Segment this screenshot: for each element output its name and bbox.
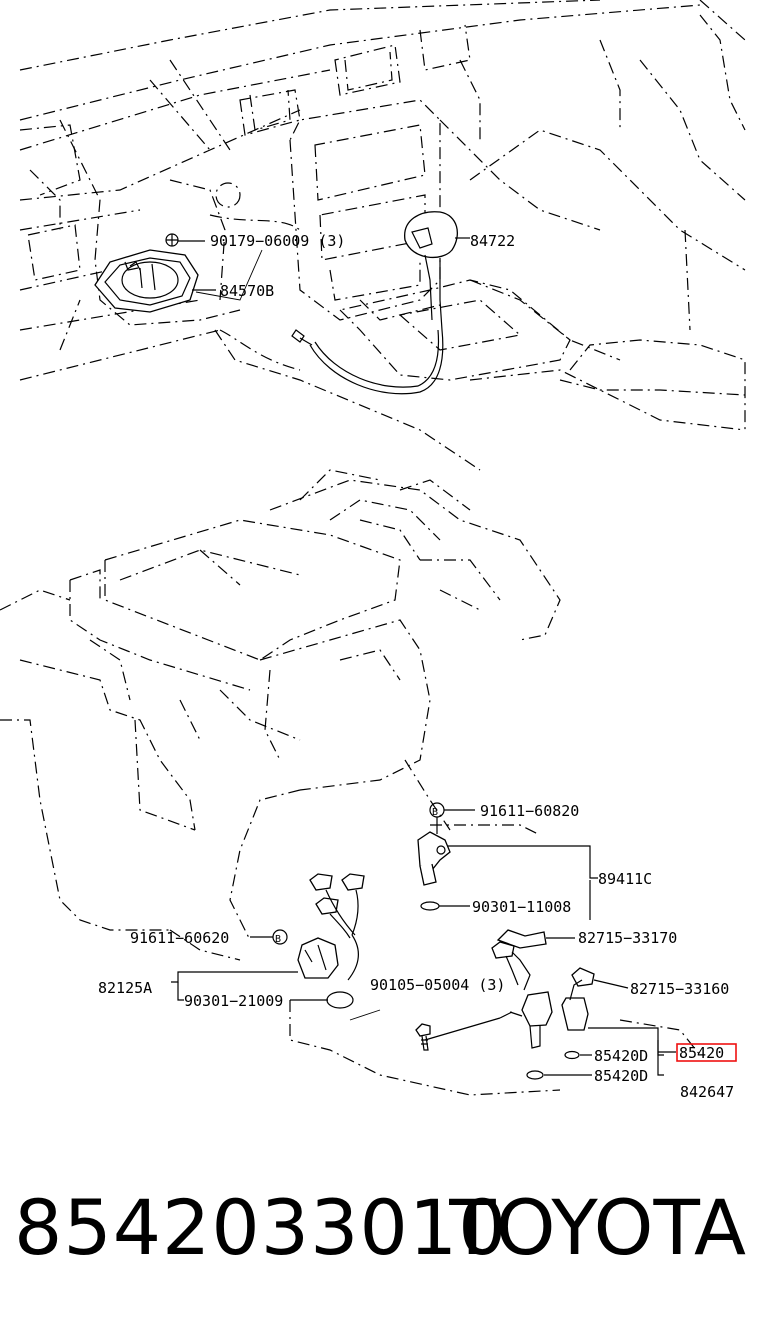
label-84722: 84722 xyxy=(470,232,515,250)
label-91611-60820: 91611−60820 xyxy=(480,802,579,820)
bolt-marker-91611-60620: B xyxy=(272,929,288,945)
label-85420d-lower: 85420D xyxy=(594,1067,648,1085)
screw-90179 xyxy=(165,233,179,247)
engine-outline xyxy=(0,469,701,1096)
label-85420d-upper: 85420D xyxy=(594,1047,648,1065)
parts-diagram: 90179−06009 (3) 84722 84570B xyxy=(0,0,746,1101)
label-91611-60620: 91611−60620 xyxy=(130,929,229,947)
bolt-marker-91611-60820: B xyxy=(429,802,445,834)
label-85420[interactable]: 85420 xyxy=(679,1044,724,1062)
lower-leaders xyxy=(171,809,676,1076)
label-84570b: 84570B xyxy=(220,282,274,300)
speaker-84570b xyxy=(94,249,199,313)
label-90105-05004: 90105−05004 (3) xyxy=(370,976,505,994)
wire-harness-82125a xyxy=(297,873,365,1009)
label-842647: 842647 xyxy=(680,1083,734,1101)
label-90179-06009: 90179−06009 (3) xyxy=(210,232,345,250)
footer: 8542033010 TOYOTA xyxy=(0,1180,760,1300)
label-82715-33160: 82715−33160 xyxy=(630,980,729,998)
highlight-box-85420 xyxy=(676,1043,737,1062)
label-82715-33170: 82715−33170 xyxy=(578,929,677,947)
shift-knob-assembly xyxy=(291,211,458,395)
marker-b-lower: B xyxy=(275,934,281,945)
label-82125a: 82125A xyxy=(98,979,152,997)
vsv-assembly-85420 xyxy=(491,929,595,1080)
label-90301-11008: 90301−11008 xyxy=(472,898,571,916)
label-90301-21009: 90301−21009 xyxy=(184,992,283,1010)
upper-leaders xyxy=(178,237,470,301)
dashboard-outline xyxy=(19,0,746,471)
brand-name: TOYOTA xyxy=(449,1183,746,1272)
bolt-90105 xyxy=(415,1023,431,1051)
part-number: 8542033010 xyxy=(14,1183,508,1272)
sensor-89411c xyxy=(417,831,451,911)
label-89411c: 89411C xyxy=(598,870,652,888)
marker-b-upper: B xyxy=(432,807,438,818)
